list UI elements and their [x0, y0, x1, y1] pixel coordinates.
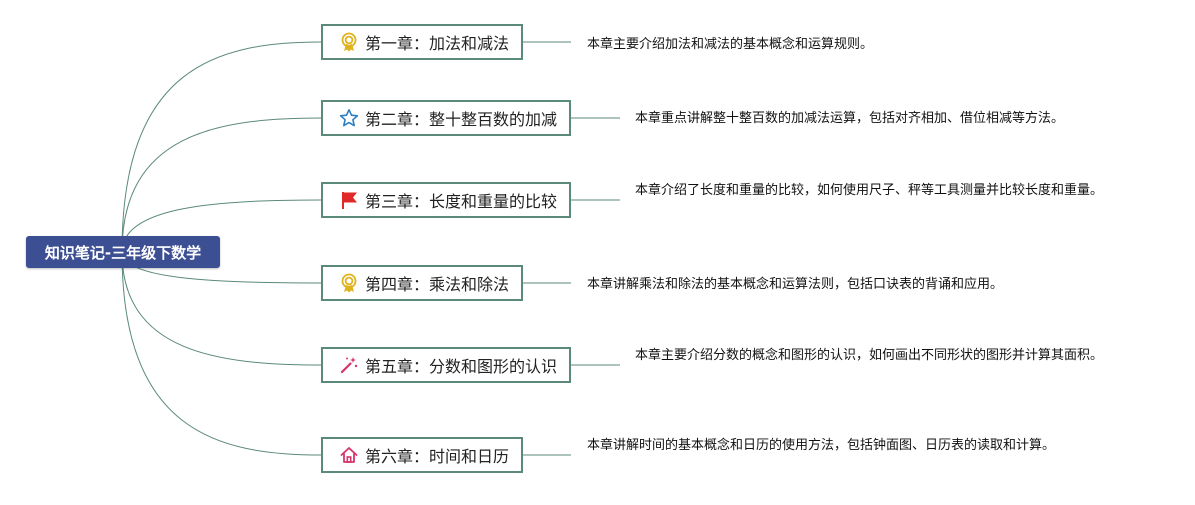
- chapter-description-6: 本章讲解时间的基本概念和日历的使用方法，包括钟面图、日历表的读取和计算。: [587, 438, 1056, 453]
- chapter-description-5: 本章主要介绍分数的概念和图形的认识，如何画出不同形状的图形并计算其面积。: [635, 348, 1104, 363]
- chapter-title: 第五章：分数和图形的认识: [365, 357, 558, 376]
- root-branch-curve-2: [121, 117, 322, 253]
- chapter-title: 第二章：整十整百数的加减: [365, 110, 558, 129]
- chapter-title: 第三章：长度和重量的比较: [365, 192, 558, 211]
- award-ribbon-icon: [339, 32, 359, 52]
- root-branch-curve-5: [121, 251, 322, 366]
- chapter-node-3[interactable]: 第三章：长度和重量的比较: [321, 182, 571, 218]
- home-icon: [339, 445, 359, 465]
- chapter-node-2[interactable]: 第二章：整十整百数的加减: [321, 100, 571, 136]
- magic-wand-icon: [339, 355, 359, 375]
- root-branch-curve-6: [121, 251, 322, 456]
- chapter-title: 第一章：加法和减法: [365, 34, 510, 53]
- chapter-node-6[interactable]: 第六章：时间和日历: [321, 437, 523, 473]
- chapter-title: 第四章：乘法和除法: [365, 275, 510, 294]
- red-flag-icon: [339, 190, 359, 210]
- chapter-description-4: 本章讲解乘法和除法的基本概念和运算法则，包括口诀表的背诵和应用。: [587, 277, 1004, 292]
- award-ribbon-icon: [339, 273, 359, 293]
- chapter-description-2: 本章重点讲解整十整百数的加减法运算，包括对齐相加、借位相减等方法。: [635, 111, 1065, 126]
- chapter-description-1: 本章主要介绍加法和减法的基本概念和运算规则。: [587, 37, 874, 52]
- chapter-description-links: [523, 41, 620, 456]
- root-topic[interactable]: 知识笔记-三年级下数学: [26, 236, 220, 268]
- chapter-description-3: 本章介绍了长度和重量的比较，如何使用尺子、秤等工具测量并比较长度和重量。: [635, 183, 1104, 198]
- chapter-node-5[interactable]: 第五章：分数和图形的认识: [321, 347, 571, 383]
- chapter-title: 第六章：时间和日历: [365, 447, 510, 466]
- root-branch-curve-1: [121, 41, 322, 253]
- chapter-node-4[interactable]: 第四章：乘法和除法: [321, 265, 523, 301]
- star-outline-icon: [339, 108, 359, 128]
- root-topic-label: 知识笔记-三年级下数学: [44, 243, 202, 262]
- chapter-node-1[interactable]: 第一章：加法和减法: [321, 24, 523, 60]
